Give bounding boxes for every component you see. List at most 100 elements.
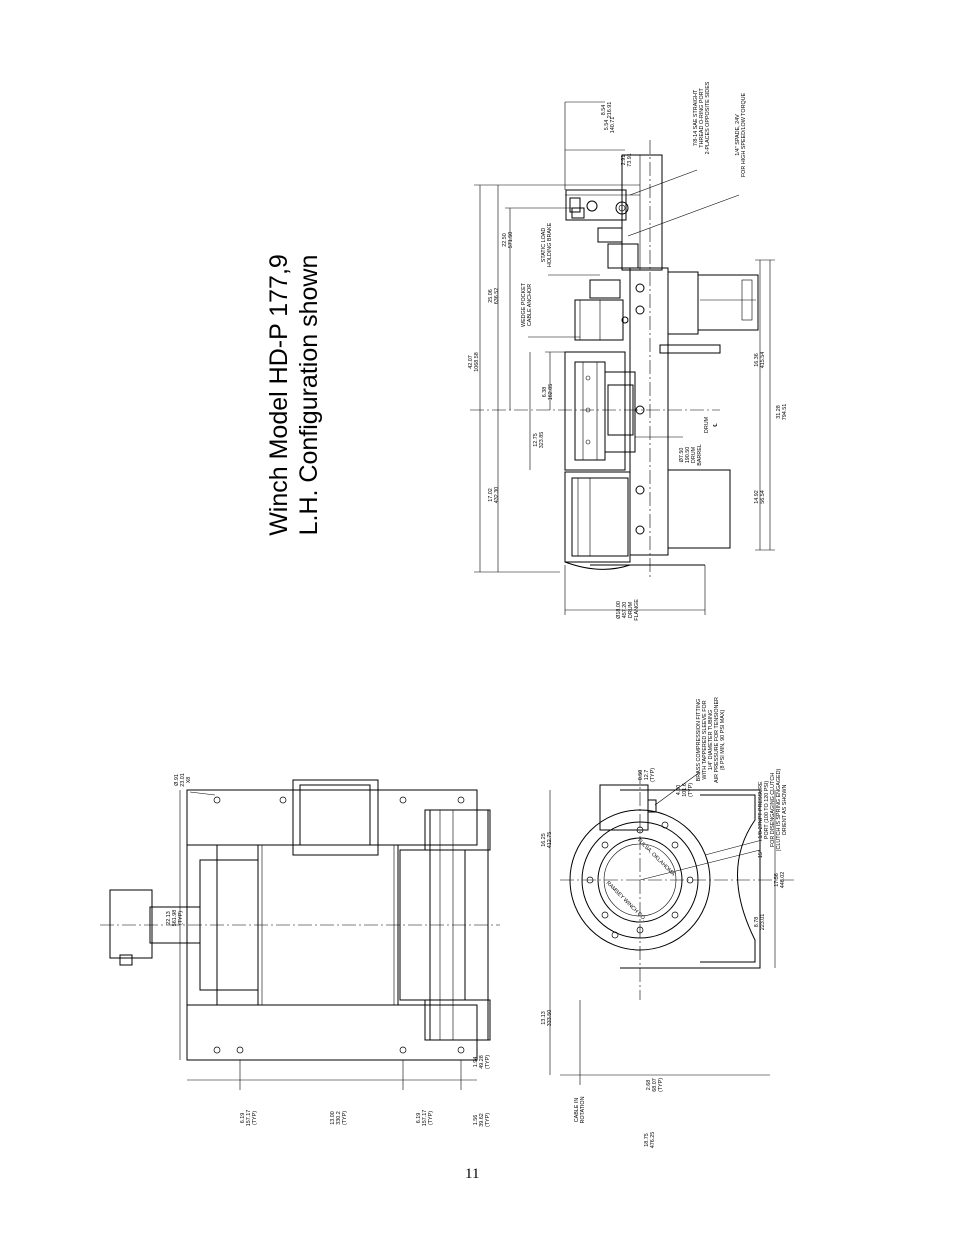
dim-total: 18.75 476.25 xyxy=(644,1132,656,1149)
svg-text:CABLE IN: CABLE IN xyxy=(574,1098,580,1123)
svg-text:2-PLACES OPPOSITE SIDES: 2-PLACES OPPOSITE SIDES xyxy=(705,81,711,154)
svg-text:13.00: 13.00 xyxy=(330,1111,336,1125)
svg-text:AIR PRESSURE FOR TENSIONER: AIR PRESSURE FOR TENSIONER xyxy=(714,697,720,783)
svg-text:(TYP): (TYP) xyxy=(688,783,694,797)
note-static-brake: STATIC LOAD HOLDING BRAKE xyxy=(541,222,553,267)
angle-label: 15° xyxy=(758,850,764,858)
svg-text:73.91: 73.91 xyxy=(627,153,633,167)
svg-text:18.75: 18.75 xyxy=(644,1133,650,1147)
svg-text:157.17: 157.17 xyxy=(422,1110,428,1127)
note-drum-cl: DRUM ℄ xyxy=(704,416,719,433)
top-view: 22.13 561.98 (TYP) Ø.91 23.01 X8 6.19 15… xyxy=(100,773,500,1127)
dim-base-r: 16.36 415.54 xyxy=(754,352,766,369)
note-cable: CABLE IN ROTATION xyxy=(574,1096,586,1123)
svg-text:4.00: 4.00 xyxy=(676,785,682,796)
svg-text:PORT (100 TO 120 PSI): PORT (100 TO 120 PSI) xyxy=(764,781,770,840)
svg-text:157.17: 157.17 xyxy=(246,1110,252,1127)
svg-text:(TYP): (TYP) xyxy=(485,1055,491,1069)
dim-d3: 6.19 157.17 (TYP) xyxy=(416,1110,434,1127)
side-view: 42.07 1068.58 25.06 636.52 17.02 432.30 … xyxy=(468,81,788,621)
dim-top-a: 5.54 140.71 xyxy=(604,117,616,134)
svg-text:31.28: 31.28 xyxy=(776,405,782,419)
svg-text:17.02: 17.02 xyxy=(488,488,494,502)
svg-text:6.19: 6.19 xyxy=(416,1113,422,1124)
title-block: Winch Model HD-P 177,9 L.H. Configuratio… xyxy=(265,254,323,536)
svg-text:1/8-27NPT PRESSURE: 1/8-27NPT PRESSURE xyxy=(758,781,764,839)
page-number: 11 xyxy=(465,1166,480,1182)
svg-text:0.50: 0.50 xyxy=(638,770,644,781)
svg-text:162.05: 162.05 xyxy=(548,384,554,401)
dim-overall: 42.07 1068.58 xyxy=(468,352,480,372)
motor-block xyxy=(109,889,153,959)
dim-left-top: 16.25 412.75 xyxy=(541,832,553,849)
note-port: 7/8-14 SAE STRAIGHT THREAD O-RING PORT 2… xyxy=(693,81,711,154)
port-circle xyxy=(586,200,598,212)
svg-text:2.68: 2.68 xyxy=(646,1080,652,1091)
svg-text:17.56: 17.56 xyxy=(774,873,780,887)
svg-text:68.07: 68.07 xyxy=(652,1078,658,1092)
mount-block-lower xyxy=(667,469,731,549)
svg-text:STATIC LOAD: STATIC LOAD xyxy=(541,228,547,263)
svg-text:6.38: 6.38 xyxy=(542,387,548,398)
svg-text:1/4" SPADE, 24V: 1/4" SPADE, 24V xyxy=(735,114,741,156)
svg-text:(TYP): (TYP) xyxy=(428,1111,434,1125)
svg-text:794.51: 794.51 xyxy=(782,404,788,421)
svg-text:(TYP): (TYP) xyxy=(650,768,656,782)
mount-block-upper xyxy=(667,271,699,335)
svg-text:49.28: 49.28 xyxy=(479,1055,485,1069)
svg-text:FOR HIGH SPEED/LOW TORQUE: FOR HIGH SPEED/LOW TORQUE xyxy=(741,92,747,177)
brake-stack xyxy=(574,299,624,341)
svg-text:X8: X8 xyxy=(186,777,192,784)
svg-text:432.30: 432.30 xyxy=(494,487,500,504)
svg-text:(TYP): (TYP) xyxy=(342,1111,348,1125)
svg-text:1068.58: 1068.58 xyxy=(474,352,480,372)
note-drum-barrel: Ø7.50 190.50 DRUM BARREL xyxy=(679,444,703,466)
svg-text:16.36: 16.36 xyxy=(754,353,760,367)
svg-text:14.92: 14.92 xyxy=(754,490,760,504)
svg-text:330.2: 330.2 xyxy=(336,1111,342,1125)
svg-text:WEDGE POCKET: WEDGE POCKET xyxy=(521,282,527,327)
svg-text:1/4" DIAMETER TUBING: 1/4" DIAMETER TUBING xyxy=(708,710,714,771)
svg-text:56.54: 56.54 xyxy=(760,490,766,504)
svg-text:561.98: 561.98 xyxy=(172,910,178,927)
svg-text:333.50: 333.50 xyxy=(547,1010,553,1027)
svg-text:℄: ℄ xyxy=(713,423,719,428)
drum-barrel xyxy=(564,351,626,471)
clutch-housing xyxy=(599,784,649,831)
note-brass: BRASS COMPRESSION FITTING WITH TAPPERED … xyxy=(696,697,726,783)
svg-text:BARREL: BARREL xyxy=(697,444,703,466)
dim-d4: 1.56 39.62 (TYP) xyxy=(473,1113,491,1127)
svg-text:39.62: 39.62 xyxy=(479,1113,485,1127)
dim-base-total: 31.28 794.51 xyxy=(776,404,788,421)
svg-text:571.50: 571.50 xyxy=(508,232,514,249)
svg-text:190.50: 190.50 xyxy=(685,447,691,464)
mount-bracket xyxy=(697,274,759,331)
valve-block xyxy=(565,189,627,221)
frame-top xyxy=(186,789,478,846)
svg-text:415.54: 415.54 xyxy=(760,352,766,369)
svg-text:CABLE ANCHOR: CABLE ANCHOR xyxy=(527,284,533,326)
svg-text:476.25: 476.25 xyxy=(650,1132,656,1149)
dim-top-c: 2.91 73.91 xyxy=(621,153,633,167)
svg-text:6.19: 6.19 xyxy=(240,1113,246,1124)
drum-text-1: TULSA, OKLAHOMA xyxy=(636,837,677,878)
svg-text:2.91: 2.91 xyxy=(621,155,627,166)
dim-h-small: 8.78 223.01 xyxy=(754,914,766,931)
svg-text:636.52: 636.52 xyxy=(494,288,500,305)
gearbox xyxy=(292,779,379,856)
dim-top-height: 22.13 561.98 (TYP) xyxy=(166,910,184,927)
dim-brake: 22.50 571.50 xyxy=(502,232,514,249)
svg-text:22.50: 22.50 xyxy=(502,233,508,247)
svg-text:140.71: 140.71 xyxy=(610,117,616,134)
mounting-holes xyxy=(213,796,465,1054)
dim-d2: 13.00 330.2 (TYP) xyxy=(330,1111,348,1125)
svg-text:323.85: 323.85 xyxy=(539,432,545,449)
dim-h-right: 17.56 446.02 xyxy=(774,872,786,889)
end-bracket xyxy=(700,794,756,963)
svg-text:(TYP): (TYP) xyxy=(485,1113,491,1127)
dim-base-l: 14.92 56.54 xyxy=(754,490,766,504)
svg-text:HOLDING BRAKE: HOLDING BRAKE xyxy=(547,222,553,267)
svg-text:13.13: 13.13 xyxy=(541,1011,547,1025)
dim-hole: Ø.91 23.01 X8 xyxy=(174,773,192,787)
